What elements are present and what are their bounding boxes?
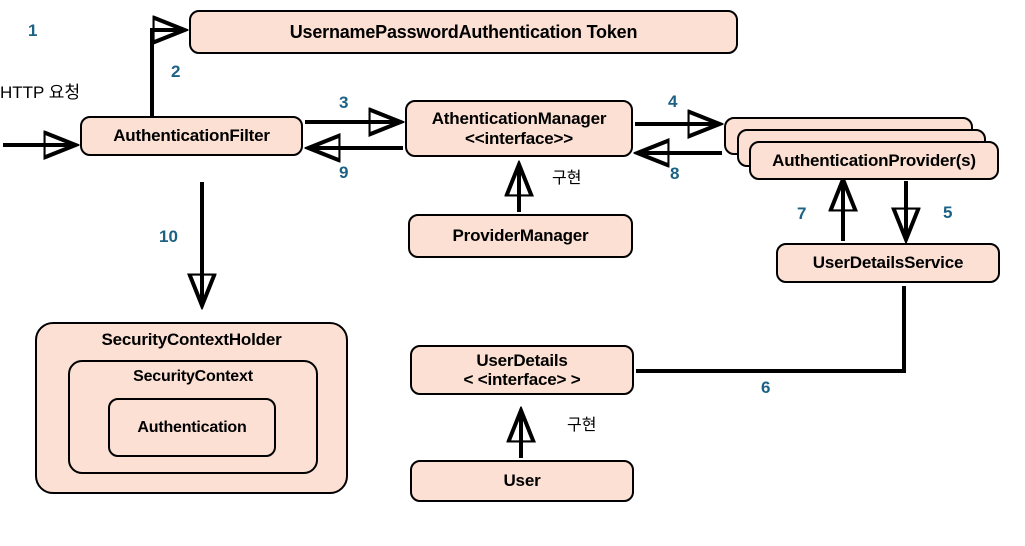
label-implements-user: 구현 bbox=[567, 417, 597, 434]
node-label: AuthenticationProvider(s) bbox=[772, 150, 976, 170]
label-implements-manager: 구현 bbox=[552, 170, 582, 187]
label-step-4: 4 bbox=[668, 92, 678, 111]
node-athentication-manager[interactable]: AthenticationManager <<interface>> bbox=[405, 100, 633, 157]
label-step-6: 6 bbox=[761, 378, 771, 397]
node-label: AuthenticationFilter bbox=[113, 126, 270, 146]
label-step-3: 3 bbox=[339, 93, 349, 112]
node-authentication-provider[interactable]: AuthenticationProvider(s) bbox=[749, 141, 999, 180]
label-http-request: HTTP 요청 bbox=[0, 83, 81, 102]
node-label: Authentication bbox=[137, 418, 247, 436]
node-label-name: UserDetails bbox=[476, 350, 568, 370]
node-label-name: AthenticationManager bbox=[431, 109, 607, 129]
label-step-7: 7 bbox=[797, 204, 807, 223]
node-label: ProviderManager bbox=[452, 226, 589, 246]
node-label-stereotype: < <interface> > bbox=[463, 370, 581, 389]
node-user-details-service[interactable]: UserDetailsService bbox=[776, 243, 1000, 283]
node-authentication[interactable]: Authentication bbox=[108, 398, 276, 457]
node-label: User bbox=[503, 471, 541, 491]
label-step-9: 9 bbox=[339, 163, 349, 182]
label-step-10: 10 bbox=[159, 227, 178, 246]
node-label: SecurityContext bbox=[133, 368, 253, 385]
node-authentication-filter[interactable]: AuthenticationFilter bbox=[80, 116, 303, 156]
node-username-password-authentication-token[interactable]: UsernamePasswordAuthentication Token bbox=[189, 10, 738, 54]
node-label: SecurityContextHolder bbox=[101, 330, 282, 349]
node-label-stereotype: <<interface>> bbox=[465, 128, 573, 148]
label-step-5: 5 bbox=[943, 203, 953, 222]
node-user-details[interactable]: UserDetails < <interface> > bbox=[410, 345, 634, 395]
label-step-1: 1 bbox=[28, 21, 38, 40]
node-provider-manager[interactable]: ProviderManager bbox=[408, 214, 633, 258]
label-step-8: 8 bbox=[670, 164, 680, 183]
node-label: UserDetailsService bbox=[812, 253, 964, 273]
node-label: UsernamePasswordAuthentication Token bbox=[289, 21, 638, 42]
label-step-2: 2 bbox=[171, 62, 181, 81]
node-user[interactable]: User bbox=[410, 460, 634, 502]
connector-step-6 bbox=[636, 286, 906, 373]
